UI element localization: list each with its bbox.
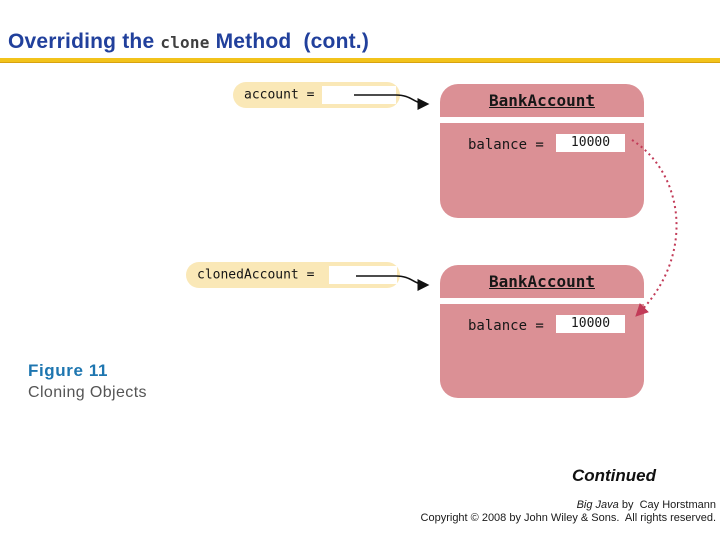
class-name-header: BankAccount bbox=[489, 91, 595, 110]
bankaccount-object-2: BankAccount balance = 10000 bbox=[440, 265, 644, 398]
clonedaccount-variable-pill: clonedAccount = bbox=[186, 262, 400, 288]
clonedaccount-reference-slot bbox=[329, 266, 397, 284]
credit-author: by Cay Horstmann bbox=[618, 499, 716, 511]
balance-field-row: balance = 10000 bbox=[440, 123, 644, 183]
class-name-header: BankAccount bbox=[489, 272, 595, 291]
title-suffix: Method (cont.) bbox=[209, 30, 370, 53]
bankaccount-object-1: BankAccount balance = 10000 bbox=[440, 84, 644, 218]
object-divider bbox=[440, 117, 644, 123]
copyright-line: Copyright © 2008 by John Wiley & Sons. A… bbox=[420, 512, 716, 524]
book-title: Big Java bbox=[576, 499, 619, 511]
balance-field-value: 10000 bbox=[556, 315, 625, 333]
slide-title: Overriding the clone Method (cont.) bbox=[8, 30, 369, 54]
account-variable-pill: account = bbox=[233, 82, 400, 108]
object-divider bbox=[440, 298, 644, 304]
continued-label: Continued bbox=[571, 466, 656, 485]
title-prefix: Overriding the bbox=[8, 30, 161, 53]
clonedaccount-variable-label: clonedAccount = bbox=[197, 267, 315, 283]
title-rule bbox=[0, 58, 720, 63]
figure-caption: Cloning Objects bbox=[28, 384, 147, 401]
title-code: clone bbox=[160, 33, 210, 52]
credit-line: Big Java by Cay Horstmann bbox=[577, 499, 716, 511]
figure-label: Figure 11 bbox=[28, 361, 109, 380]
balance-field-label: balance = bbox=[468, 137, 544, 153]
account-variable-label: account = bbox=[244, 87, 315, 103]
balance-field-row: balance = 10000 bbox=[440, 304, 644, 364]
account-reference-slot bbox=[322, 86, 396, 104]
balance-field-label: balance = bbox=[468, 318, 544, 334]
balance-field-value: 10000 bbox=[556, 134, 625, 152]
